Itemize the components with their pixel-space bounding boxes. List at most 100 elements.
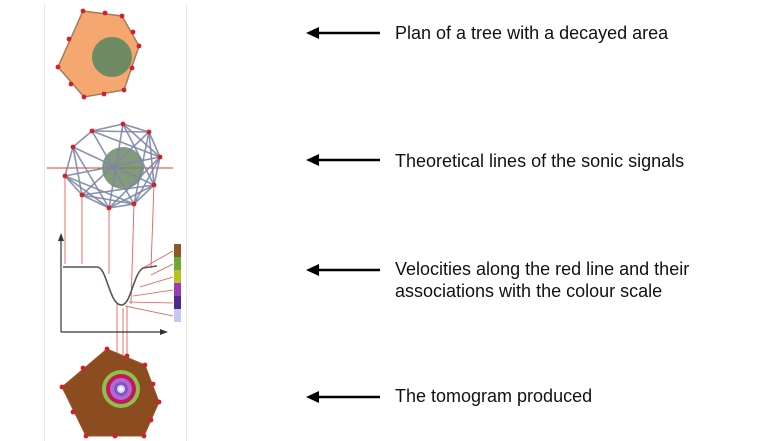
scale-link (132, 289, 174, 297)
signal-line (64, 146, 74, 177)
velocity-graph (58, 233, 181, 335)
sensor-node (129, 65, 135, 71)
callout-3: Velocities along the red line and their … (0, 255, 762, 301)
velocity-curve (63, 265, 158, 306)
scale-link (150, 263, 174, 276)
left-arrow-icon (306, 264, 380, 276)
left-arrow-icon (306, 154, 380, 166)
scale-links (124, 250, 174, 317)
colour-scale-segment (174, 244, 181, 257)
signal-line (91, 130, 135, 205)
signal-line (72, 146, 155, 186)
colour-scale-segment (174, 296, 181, 309)
signal-lines (64, 123, 161, 209)
sensor-node (89, 128, 95, 134)
decayed-area (92, 37, 132, 77)
x-axis-arrowhead (160, 329, 168, 335)
signal-line (64, 175, 110, 209)
sensor-node (101, 91, 107, 97)
tomogram-sensor-nodes (59, 346, 162, 439)
sensor-node (156, 399, 162, 405)
tomogram (59, 346, 162, 439)
signal-line (64, 156, 161, 177)
sensor-node (120, 121, 126, 127)
colour-scale-segment (174, 283, 181, 296)
tomography-figure (47, 8, 181, 439)
sensor-node (130, 29, 136, 35)
signal-line (64, 175, 135, 205)
tree-plan (55, 8, 142, 100)
signal-line (133, 184, 155, 205)
colour-scale-segment (174, 309, 181, 322)
callout-1: Plan of a tree with a decayed area (0, 18, 762, 58)
signal-line (72, 146, 83, 196)
scale-link (128, 301, 174, 304)
signal-line (91, 130, 150, 133)
sensor-node (70, 409, 76, 415)
sensor-node (136, 43, 142, 49)
tomogram-ring (119, 387, 123, 391)
callout-2: Theoretical lines of the sonic signals (0, 145, 762, 185)
signal-line (122, 123, 161, 158)
signal-line (91, 130, 161, 158)
sensor-node (80, 8, 86, 14)
signal-line (81, 131, 150, 196)
decayed-area-2 (102, 147, 144, 189)
colour-scale-segment (174, 257, 181, 270)
sensor-node (157, 154, 163, 160)
signal-line (108, 203, 135, 209)
projection-lines (64, 176, 155, 384)
signal-line (91, 123, 124, 132)
projection-line (150, 184, 155, 269)
signal-line (122, 123, 150, 133)
signal-line (108, 156, 161, 209)
scale-link (142, 250, 174, 269)
signal-line (72, 146, 110, 209)
signal-line (81, 194, 110, 209)
signal-line (153, 156, 161, 186)
sonic-network (47, 121, 173, 384)
sensor-node (124, 353, 130, 359)
sensor-node (150, 381, 156, 387)
figure-panel (44, 4, 187, 441)
sensor-node (102, 10, 108, 16)
signal-sensor-nodes (62, 121, 163, 211)
signal-line (133, 156, 161, 205)
sensor-node (55, 64, 61, 70)
annotation-line: Plan of a tree with a decayed area (395, 23, 669, 43)
callout-4: The tomogram produced (0, 382, 762, 422)
annotation-line: Theoretical lines of the sonic signals (395, 151, 685, 171)
sensor-node (104, 346, 110, 352)
annotation-label: The tomogram produced (395, 385, 592, 407)
sensor-node (80, 365, 86, 371)
sensor-node (68, 81, 74, 87)
sensor-node (70, 144, 76, 150)
scale-link (124, 305, 174, 317)
annotation-line: Velocities along the red line and their (395, 259, 690, 279)
sensor-node (119, 13, 125, 19)
annotation-label: Plan of a tree with a decayed area (395, 22, 668, 44)
annotation-label: Velocities along the red line and their … (395, 258, 689, 302)
left-arrow-icon (306, 391, 380, 403)
projection-line (130, 203, 135, 305)
sensor-node (112, 433, 118, 439)
signal-line (81, 184, 155, 196)
sensor-node (141, 433, 147, 439)
scale-link (139, 276, 174, 288)
annotation-line: The tomogram produced (395, 386, 593, 406)
signal-line (64, 175, 83, 196)
sensor-node (59, 384, 65, 390)
left-arrow-icon (306, 27, 380, 39)
sensor-node (81, 94, 87, 100)
sensor-node (83, 433, 89, 439)
sensor-node (146, 129, 152, 135)
signal-line (108, 184, 155, 209)
sensor-node (66, 36, 72, 42)
y-axis-arrowhead (58, 233, 64, 241)
signal-line (81, 194, 135, 205)
tomogram-rings (102, 370, 140, 408)
colour-scale-segment (174, 270, 181, 283)
signal-line (133, 131, 150, 205)
annotation-label: Theoretical lines of the sonic signals (395, 150, 684, 172)
signal-line (148, 131, 161, 158)
